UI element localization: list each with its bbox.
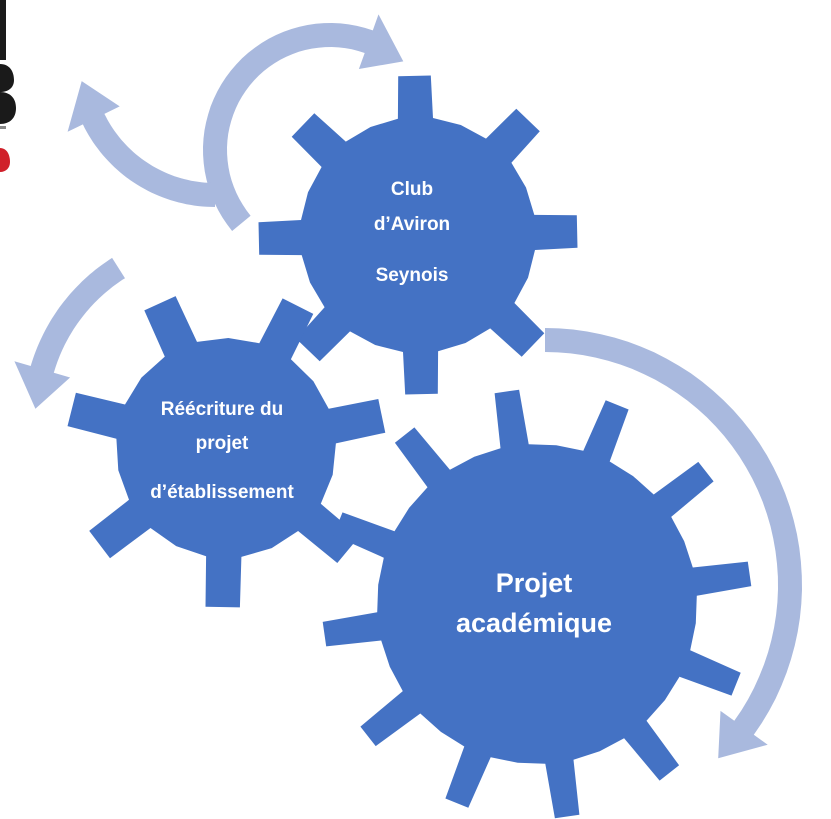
gear-label-line: Seynois [376,265,449,286]
curved-arrow-icon [203,14,404,232]
gear-label-line: académique [456,608,612,638]
curved-arrow-icon [545,328,802,759]
gear-label-line: d’établissement [150,482,294,503]
gear-shape [67,296,386,608]
gear-label-line: Club [391,179,433,200]
gear-club: Club d’Aviron Seynois [258,75,578,395]
gear-shape [258,75,578,395]
arrows-layer [14,14,802,759]
curved-arrow-icon [67,81,215,207]
gear-label-line: Projet [496,568,573,598]
gear-label-line: projet [196,433,249,454]
gear-label-line: Réécriture du [161,399,283,420]
gear-shape [322,389,752,819]
gear-label-line: d’Aviron [374,214,450,235]
curved-arrow-icon [14,257,125,409]
gear-etablissement: Réécriture du projet d’établissement [67,296,386,608]
gear-academique: Projet académique [322,389,752,819]
cropped-logo-icon [0,0,16,172]
